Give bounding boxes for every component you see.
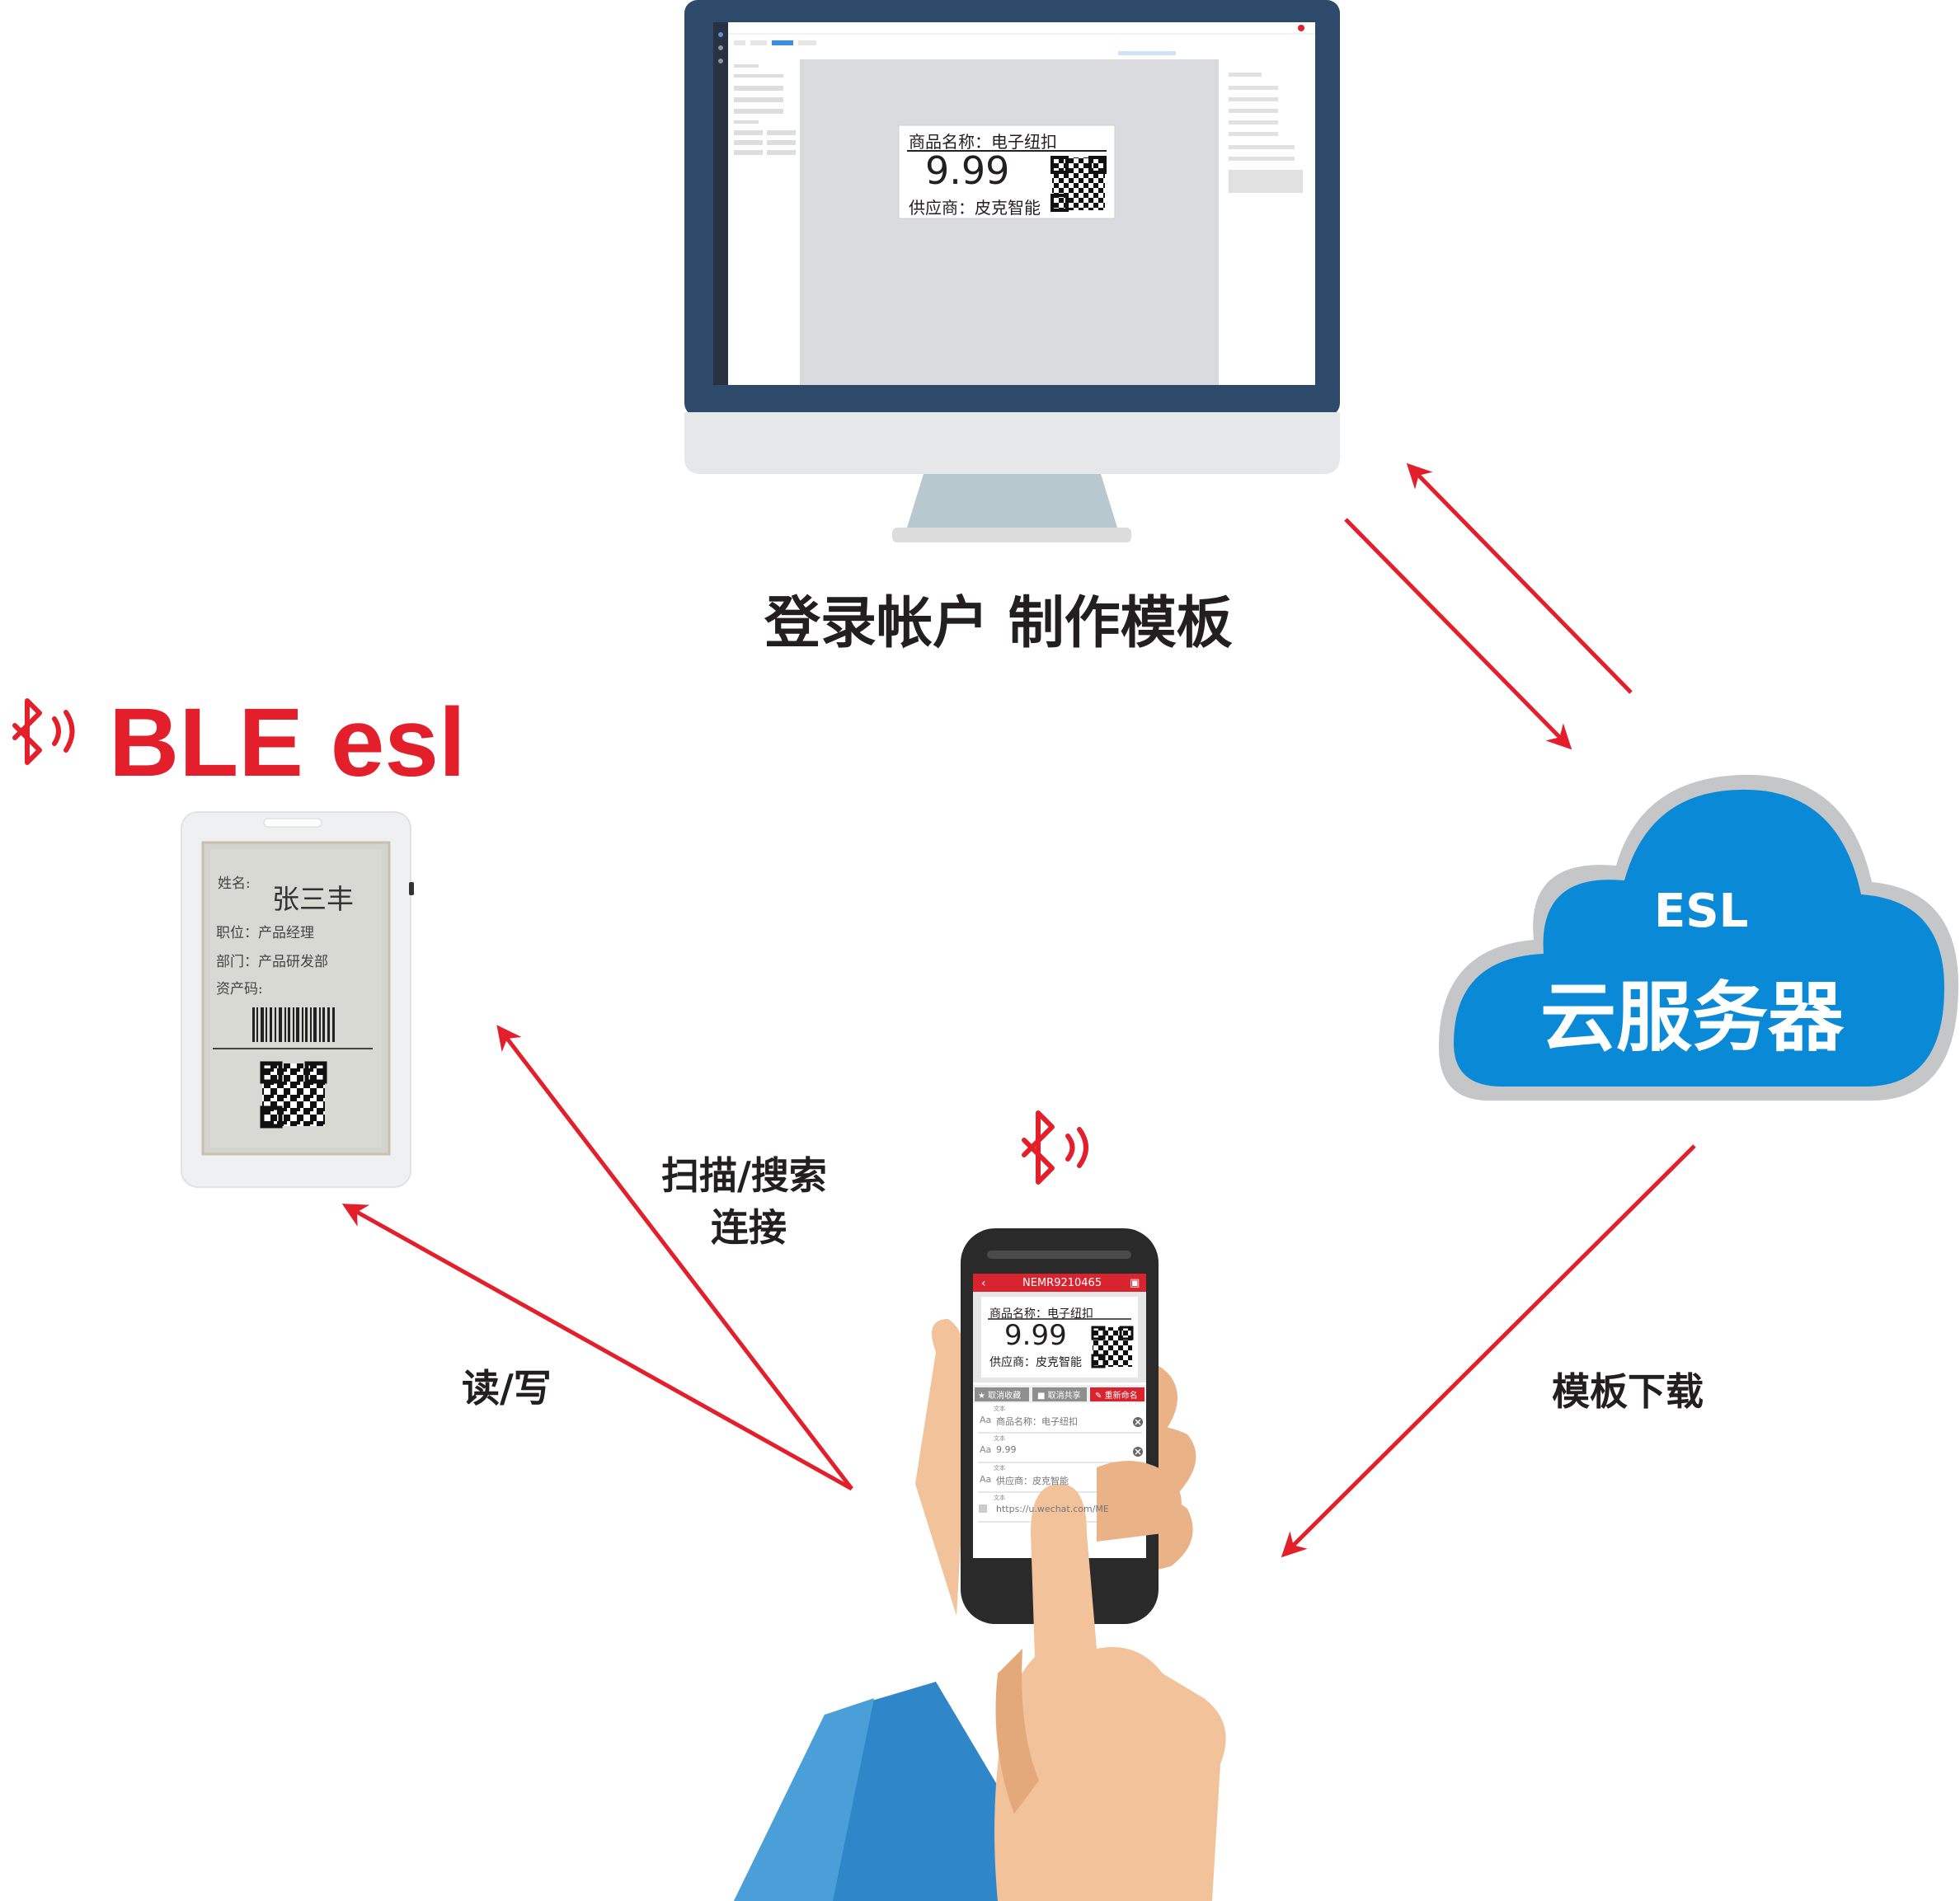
badge-position: 职位：产品经理 bbox=[216, 925, 314, 941]
monitor-stand bbox=[907, 474, 1117, 528]
arrow-monitor-to-cloud bbox=[1344, 518, 1572, 750]
cloud-label-server: 云服务器 bbox=[1540, 974, 1845, 1062]
text-aa-icon: Aa bbox=[980, 1415, 992, 1425]
qr-code-icon bbox=[262, 1063, 325, 1126]
badge-department: 部门：产品研发部 bbox=[216, 954, 328, 970]
back-arrow-icon[interactable]: ‹ bbox=[981, 1277, 986, 1290]
unshare-label: 取消共享 bbox=[1047, 1392, 1081, 1401]
field4-input[interactable]: https://u.wechat.com/ME bbox=[996, 1504, 1109, 1514]
download-label: 模板下载 bbox=[1552, 1369, 1704, 1414]
field3-input[interactable]: 供应商：皮克智能 bbox=[996, 1476, 1069, 1486]
arrow-cloud-to-phone bbox=[1281, 1144, 1696, 1558]
app-topbar bbox=[728, 22, 1315, 34]
star-icon: ★ bbox=[978, 1392, 985, 1401]
cloud-label-esl: ESL bbox=[1654, 885, 1749, 938]
rename-button[interactable]: ✎ 重新命名 bbox=[1095, 1388, 1138, 1401]
badge-asset-code: 资产码: bbox=[216, 981, 263, 997]
read-write-label: 读/写 bbox=[462, 1366, 552, 1410]
book-icon[interactable]: ▣ bbox=[1130, 1277, 1140, 1289]
monitor-template-price: 9.99 bbox=[925, 148, 1010, 193]
field1-input[interactable]: 商品名称：电子纽扣 bbox=[996, 1416, 1078, 1427]
phone-template-supplier: 供应商：皮克智能 bbox=[989, 1356, 1082, 1369]
field-caption: 文本 bbox=[994, 1465, 1005, 1472]
monitor-chin bbox=[684, 412, 1340, 474]
bluetooth-icon bbox=[1022, 1110, 1088, 1185]
qr-code-icon bbox=[1093, 1327, 1132, 1367]
field-caption: 文本 bbox=[994, 1435, 1005, 1442]
ble-esl-title: BLE esl bbox=[109, 688, 466, 797]
phone-title: NEMR9210465 bbox=[1022, 1277, 1102, 1289]
phone-template-price: 9.99 bbox=[1004, 1319, 1067, 1352]
text-aa-icon: Aa bbox=[980, 1444, 992, 1455]
badge-name-label: 姓名: bbox=[218, 875, 251, 892]
app-right-panel bbox=[1220, 58, 1315, 385]
unfavorite-label: 取消收藏 bbox=[988, 1392, 1022, 1401]
arrow-scan-connect bbox=[496, 1025, 853, 1490]
field-caption: 文本 bbox=[994, 1406, 1005, 1412]
cloud-server bbox=[1439, 774, 1958, 1101]
design-canvas bbox=[800, 59, 1219, 385]
monitor-template-name: 商品名称：电子纽扣 bbox=[909, 132, 1057, 152]
lock-icon: ■ bbox=[1037, 1392, 1046, 1401]
unshare-button[interactable]: ■ 取消共享 bbox=[1037, 1388, 1081, 1401]
rename-label: 重新命名 bbox=[1104, 1392, 1138, 1401]
arrow-cloud-to-monitor bbox=[1406, 462, 1633, 694]
bluetooth-icon bbox=[12, 698, 75, 765]
phone-template-name: 商品名称：电子纽扣 bbox=[989, 1307, 1093, 1321]
unfavorite-button[interactable]: ★ 取消收藏 bbox=[978, 1388, 1021, 1401]
monitor-caption: 登录帐户 制作模板 bbox=[764, 591, 1233, 656]
arrows bbox=[341, 462, 1696, 1558]
field2-input[interactable]: 9.99 bbox=[996, 1444, 1017, 1455]
monitor-template-supplier: 供应商：皮克智能 bbox=[909, 198, 1041, 218]
monitor bbox=[684, 0, 1340, 542]
qr-code-icon bbox=[1052, 157, 1105, 210]
text-aa-icon: Aa bbox=[980, 1474, 992, 1485]
connect-label: 连接 bbox=[711, 1205, 787, 1250]
scan-label: 扫描/搜索 bbox=[661, 1153, 827, 1198]
field-caption: 文本 bbox=[994, 1495, 1005, 1501]
app-left-panel bbox=[728, 58, 798, 385]
arrow-read-write bbox=[341, 1204, 853, 1491]
app-sidebar bbox=[713, 22, 728, 385]
barcode-icon bbox=[252, 1007, 335, 1042]
ble-esl-badge bbox=[181, 811, 414, 1188]
pencil-icon: ✎ bbox=[1095, 1392, 1102, 1401]
monitor-base bbox=[892, 528, 1131, 542]
pointing-hand bbox=[994, 1461, 1226, 1901]
badge-name-value: 张三丰 bbox=[272, 883, 354, 915]
phone-titlebar bbox=[973, 1274, 1146, 1292]
